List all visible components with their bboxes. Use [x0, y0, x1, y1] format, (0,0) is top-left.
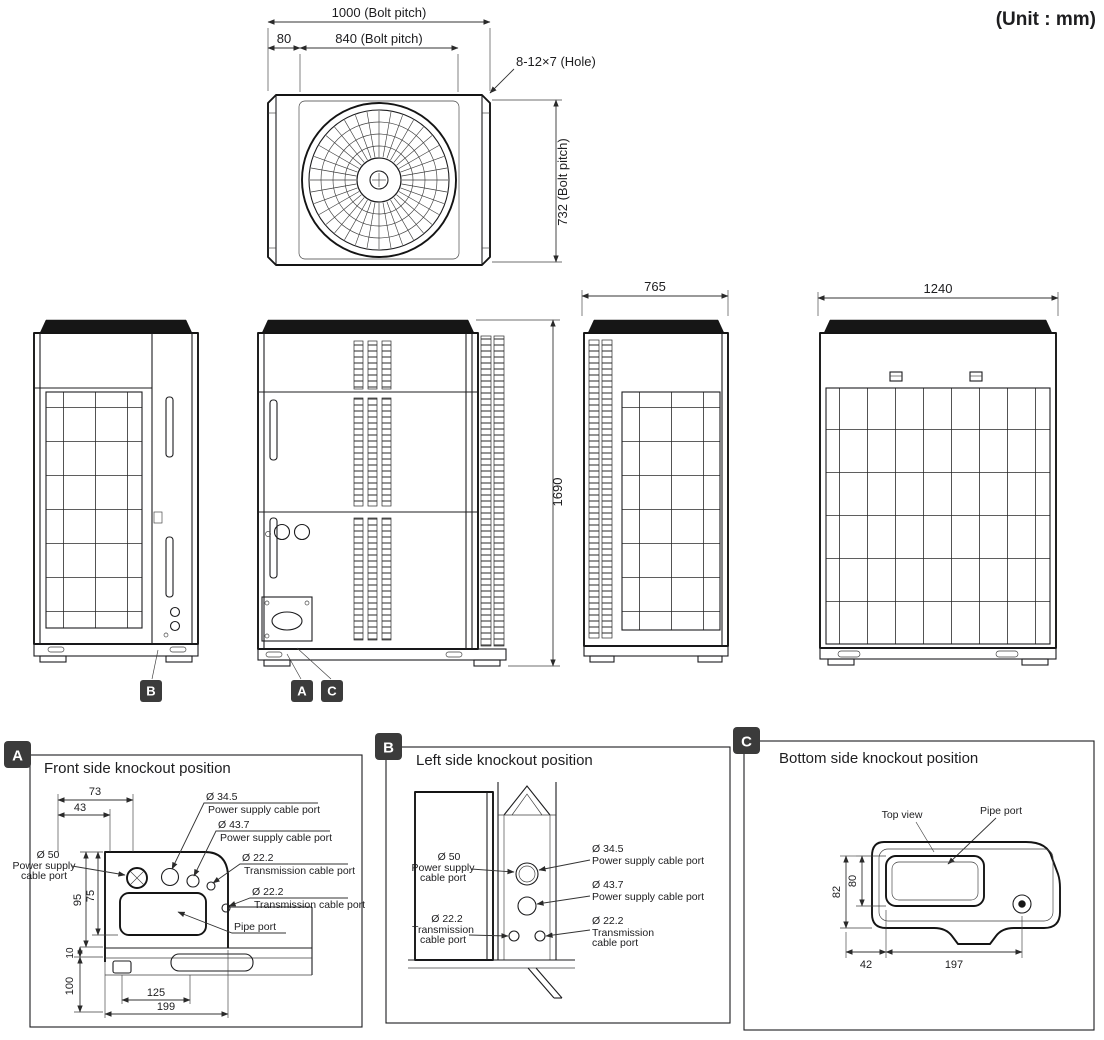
terminal-box	[261, 596, 313, 642]
detail-b-port-22-2a-dia: Ø 22.2	[431, 913, 463, 925]
detail-a-port-43-7-dia: Ø 43.7	[218, 819, 250, 831]
detail-a-port-34-5-dia: Ø 34.5	[206, 791, 238, 803]
front-louvers	[353, 335, 505, 647]
dim-732: 732 (Bolt pitch)	[555, 138, 570, 225]
hole-label: 8-12×7 (Hole)	[516, 54, 596, 69]
detail-b-port-43-7-dia: Ø 43.7	[592, 879, 624, 891]
detail-b-title: Left side knockout position	[416, 752, 593, 769]
detail-b-port-50-dia: Ø 50	[438, 851, 461, 863]
detail-a-dim-43: 43	[74, 802, 86, 814]
detail-b-port-22-2a-label1: Transmission	[412, 924, 474, 936]
detail-a-port-22-2a-label: Transmission cable port	[244, 865, 355, 877]
fan-spokes	[310, 111, 448, 249]
dim-80: 80	[277, 31, 291, 46]
detail-a-port-50-label2: cable port	[21, 870, 67, 882]
dim-1000: 1000 (Bolt pitch)	[332, 5, 427, 20]
dim-840: 840 (Bolt pitch)	[335, 31, 422, 46]
detail-b-port-34-5-dia: Ø 34.5	[592, 843, 624, 855]
view-badge-a-letter: A	[297, 684, 307, 699]
detail-b-port-22-2b-dia: Ø 22.2	[592, 915, 624, 927]
unit-note: (Unit : mm)	[996, 9, 1096, 30]
detail-c-badge-letter: C	[741, 734, 752, 751]
dim-1690: 1690	[550, 478, 565, 507]
detail-a-pipe-port-label: Pipe port	[234, 921, 276, 933]
detail-b-port-22-2b-label2: cable port	[592, 937, 638, 949]
detail-b-badge	[375, 733, 402, 760]
top-grille	[587, 319, 725, 334]
detail-a-dim-75: 75	[85, 890, 97, 902]
detail-a-dim-95: 95	[72, 894, 84, 906]
front-height-dimension: 1690	[476, 319, 565, 667]
detail-a-port-22-2b-dia: Ø 22.2	[252, 886, 284, 898]
detail-c-dim-82: 82	[831, 886, 843, 898]
right-side-view: 765	[581, 279, 729, 663]
detail-c-dim-80: 80	[847, 875, 859, 887]
top-grille	[823, 319, 1053, 334]
top-view: 1000 (Bolt pitch) 80 840 (Bolt pitch) 8-…	[267, 5, 596, 266]
detail-b-port-34-5-label: Power supply cable port	[592, 855, 704, 867]
dim-765: 765	[644, 279, 666, 294]
detail-a-dim-125: 125	[147, 987, 165, 999]
detail-a-port-22-2a-dia: Ø 22.2	[242, 852, 274, 864]
detail-b: B Left side knockout position Ø 50 Power…	[375, 733, 731, 1024]
detail-a-badge	[4, 741, 31, 768]
detail-a: A Front side knockout position 73 43 Ø 3…	[4, 741, 365, 1028]
detail-a-title: Front side knockout position	[44, 760, 231, 777]
back-view: 1240	[817, 281, 1059, 666]
detail-a-port-34-5-label: Power supply cable port	[208, 804, 320, 816]
detail-a-dim-73: 73	[89, 786, 101, 798]
dim-1240: 1240	[924, 281, 953, 296]
detail-c-title: Bottom side knockout position	[779, 750, 978, 767]
detail-c-top-view-label: Top view	[882, 809, 923, 821]
detail-a-port-50-dia: Ø 50	[37, 849, 60, 861]
detail-c-pipe-port-label: Pipe port	[980, 805, 1022, 817]
detail-c-badge	[733, 727, 760, 754]
top-grille	[261, 319, 475, 334]
detail-a-port-50-label1: Power supply	[12, 860, 76, 872]
view-badge-b: B	[140, 680, 162, 702]
detail-a-dim-199: 199	[157, 1001, 175, 1013]
detail-a-port-43-7-label: Power supply cable port	[220, 832, 332, 844]
detail-b-port-50-label1: Power supply	[411, 862, 475, 874]
detail-b-port-50-label2: cable port	[420, 872, 466, 884]
view-badge-c: C	[321, 680, 343, 702]
top-view-dimensions: 1000 (Bolt pitch) 80 840 (Bolt pitch) 8-…	[267, 5, 596, 263]
side-depth-dimension: 765	[581, 279, 729, 316]
back-width-dimension: 1240	[817, 281, 1059, 316]
detail-a-dim-10: 10	[65, 947, 76, 959]
detail-b-port-22-2b-label1: Transmission	[592, 927, 654, 939]
detail-b-port-43-7-label: Power supply cable port	[592, 891, 704, 903]
detail-b-port-22-2a-label2: cable port	[420, 934, 466, 946]
front-view: 1690 A C	[257, 319, 565, 702]
detail-a-dim-100: 100	[64, 977, 76, 995]
detail-a-badge-letter: A	[12, 748, 23, 765]
detail-c-dim-197: 197	[945, 959, 963, 971]
detail-c-dim-42: 42	[860, 959, 872, 971]
detail-b-badge-letter: B	[383, 740, 394, 757]
detail-c: C Bottom side knockout position Top view…	[733, 727, 1095, 1031]
top-grille	[39, 319, 193, 334]
detail-a-port-22-2b-label: Transmission cable port	[254, 899, 365, 911]
view-badge-b-letter: B	[146, 684, 155, 699]
view-badge-a: A	[291, 680, 313, 702]
view-badge-c-letter: C	[327, 684, 337, 699]
fan-guard	[301, 102, 457, 258]
left-side-view: B	[33, 319, 199, 702]
